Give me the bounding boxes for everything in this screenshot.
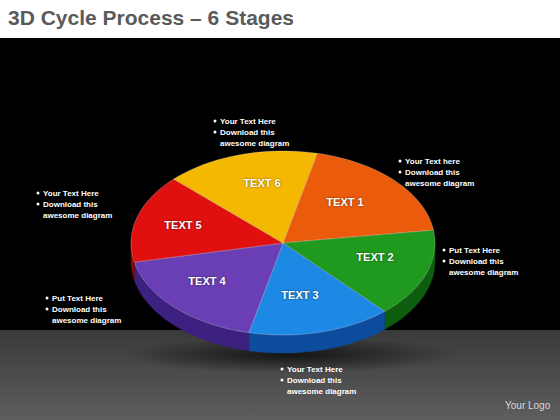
diagram-title: 3D Cycle Process – 6 Stages	[8, 6, 294, 30]
callout-text: Download this awesome diagram	[220, 127, 296, 149]
bullet	[214, 120, 217, 123]
header-band	[0, 0, 560, 38]
bullet	[443, 249, 446, 252]
callout-text: Your Text here	[405, 156, 481, 167]
bullet	[399, 171, 402, 174]
logo-text: Your Logo	[505, 400, 560, 411]
callout-text: Put Text Here	[449, 245, 525, 256]
segment-label: TEXT 2	[343, 251, 407, 264]
callout-text: Your Text Here	[220, 116, 296, 127]
callout-text: Download this awesome diagram	[287, 375, 363, 397]
callout-text: Download this awesome diagram	[405, 167, 481, 189]
bullets	[37, 120, 446, 382]
bullet	[46, 297, 49, 300]
callout-text: Download this awesome diagram	[449, 256, 525, 278]
bullet	[214, 131, 217, 134]
callout-text: Download this awesome diagram	[43, 199, 119, 221]
segment-label: TEXT 6	[230, 177, 294, 190]
segment-label: TEXT 4	[175, 275, 239, 288]
segment-shape	[120, 140, 450, 370]
bullet	[399, 160, 402, 163]
segment-label: TEXT 5	[151, 219, 215, 232]
bullet	[281, 379, 284, 382]
segment-label: TEXT 1	[313, 196, 377, 209]
segment-face	[174, 151, 318, 243]
bullet	[37, 192, 40, 195]
segment-label: TEXT 3	[268, 289, 332, 302]
bullet	[443, 260, 446, 263]
bullet	[46, 308, 49, 311]
callout-text: Your Text Here	[43, 188, 119, 199]
bullet	[281, 368, 284, 371]
callout-text: Put Text Here	[52, 293, 128, 304]
bullet	[37, 203, 40, 206]
callout-text: Download this awesome diagram	[52, 304, 128, 326]
callout-text: Your Text Here	[287, 364, 363, 375]
pie-segment: TEXT 6	[120, 140, 450, 370]
